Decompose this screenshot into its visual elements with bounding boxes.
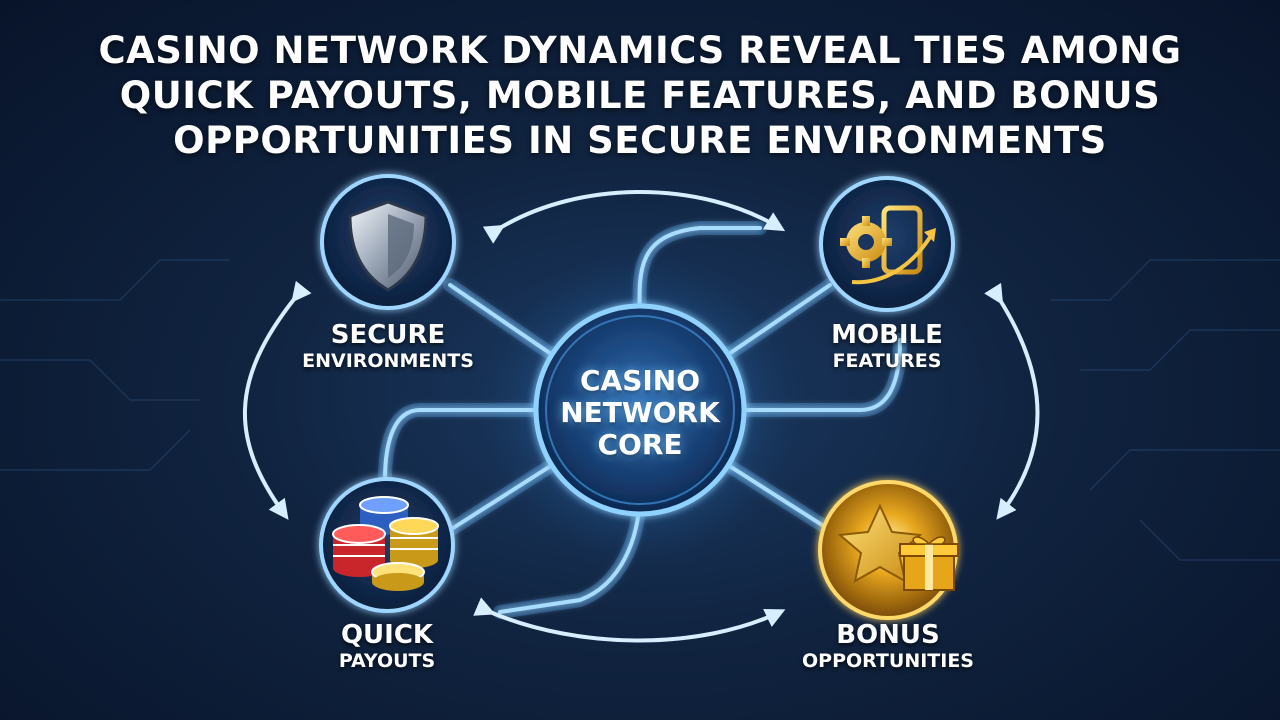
title-line-3: OPPORTUNITIES IN SECURE ENVIRONMENTS bbox=[173, 119, 1107, 162]
arrow-secure-mobile bbox=[482, 190, 786, 244]
secure-label-line-2: ENVIRONMENTS bbox=[302, 350, 474, 372]
connector-payouts-core bbox=[448, 458, 562, 532]
payouts-label-line-1: QUICK bbox=[340, 620, 434, 650]
connector-core-right bbox=[738, 338, 902, 412]
cycle-arrows bbox=[242, 190, 1040, 643]
payouts-label: QUICK PAYOUTS bbox=[282, 620, 492, 672]
mobile-label-line-2: FEATURES bbox=[832, 350, 942, 372]
payouts-node bbox=[319, 477, 455, 613]
bonus-label-line-1: BONUS bbox=[836, 620, 940, 650]
title-line-2: QUICK PAYOUTS, MOBILE FEATURES, AND BONU… bbox=[119, 74, 1161, 117]
connector-bonus-core bbox=[718, 458, 832, 532]
mobile-node bbox=[819, 176, 955, 312]
bonus-label-line-2: OPPORTUNITIES bbox=[802, 650, 974, 672]
title-line-1: CASINO NETWORK DYNAMICS REVEAL TIES AMON… bbox=[98, 29, 1182, 72]
core-label-line-1: CASINO bbox=[579, 364, 701, 397]
secure-label-line-1: SECURE bbox=[330, 320, 446, 350]
mobile-label: MOBILE FEATURES bbox=[782, 320, 992, 372]
arrow-secure-payouts bbox=[242, 280, 312, 520]
secure-label: SECURE ENVIRONMENTS bbox=[283, 320, 493, 372]
star-gift-icon bbox=[837, 503, 959, 591]
diagram-title: CASINO NETWORK DYNAMICS REVEAL TIES AMON… bbox=[60, 28, 1220, 163]
payouts-label-line-2: PAYOUTS bbox=[338, 650, 436, 672]
arrow-payouts-bonus bbox=[473, 597, 786, 643]
connector-core-left bbox=[383, 408, 542, 482]
core-label-line-2: NETWORK bbox=[560, 396, 720, 429]
connector-mobile-core bbox=[718, 283, 832, 362]
core-node bbox=[533, 303, 747, 517]
casino-chips-icon bbox=[332, 496, 439, 591]
circuit-background bbox=[0, 259, 1280, 561]
mobile-label-line-1: MOBILE bbox=[831, 320, 943, 350]
shield-icon bbox=[348, 200, 428, 292]
gear-phone-icon bbox=[840, 205, 936, 285]
arrow-mobile-bonus bbox=[984, 282, 1040, 520]
core-label-line-3: CORE bbox=[597, 428, 683, 461]
bonus-node bbox=[818, 480, 959, 620]
core-label: CASINO NETWORK CORE bbox=[540, 365, 740, 461]
bonus-label: BONUS OPPORTUNITIES bbox=[778, 620, 998, 672]
secure-node bbox=[320, 174, 456, 310]
connector-secure-core bbox=[448, 283, 562, 362]
